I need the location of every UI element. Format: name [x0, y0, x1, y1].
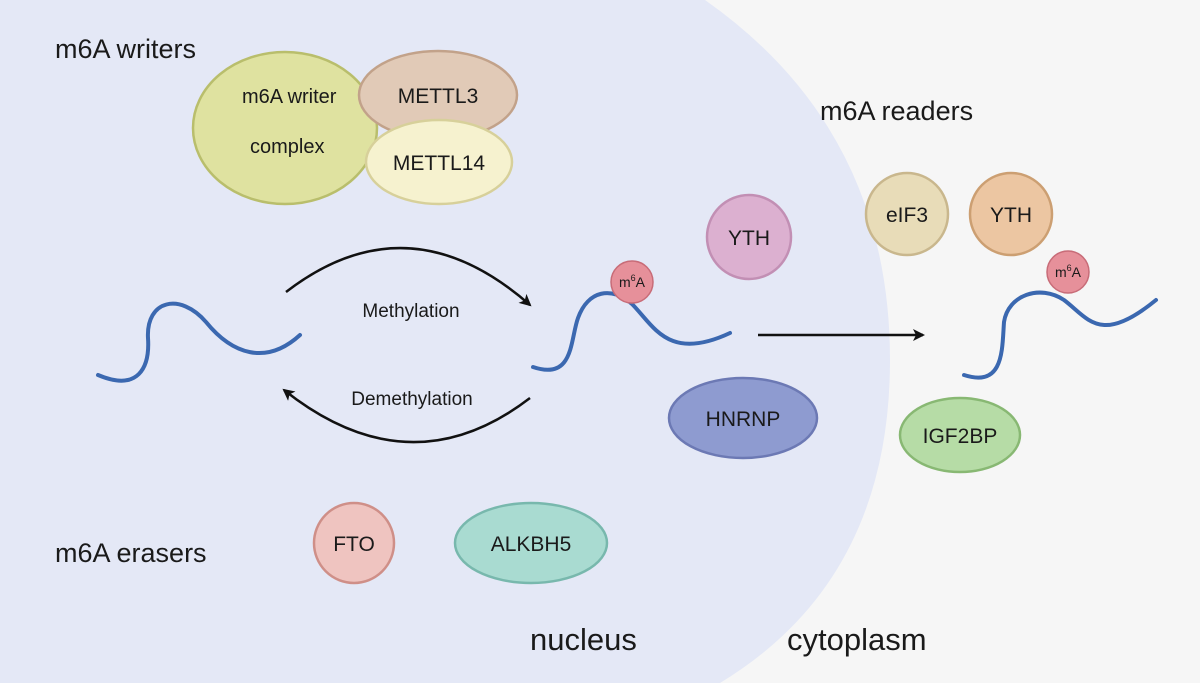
eif3-label: eIF3 — [886, 204, 928, 227]
m6a-badge-nucleus: m6A — [610, 260, 654, 304]
writer-complex-ellipse — [191, 50, 379, 206]
alkbh5-label: ALKBH5 — [491, 533, 572, 556]
demethylation-arrow — [282, 388, 531, 444]
mettl3-label: METTL3 — [398, 85, 479, 108]
mettl14-ellipse — [364, 118, 514, 206]
svg-text:m6A: m6A — [1055, 263, 1082, 280]
rna-strand-methylated-cytoplasm — [962, 290, 1158, 380]
yth-nucleus-circle — [705, 193, 793, 281]
hnrnp-label: HNRNP — [706, 408, 781, 431]
eif3-circle — [864, 171, 950, 257]
igf2bp-ellipse — [898, 396, 1022, 474]
methylation-label: Methylation — [362, 301, 459, 322]
writers-heading: m6A writers — [55, 34, 196, 64]
erasers-heading: m6A erasers — [55, 538, 207, 568]
cytoplasm-label: cytoplasm — [787, 622, 927, 657]
writer-complex-group: m6A writer complex METTL3 METTL14 — [191, 49, 519, 206]
alkbh5-ellipse — [453, 501, 609, 585]
m6a-badge-cytoplasm: m6A — [1046, 250, 1090, 294]
rna-strand-methylated-nucleus — [531, 291, 732, 372]
fto-circle — [312, 501, 396, 585]
fto-label: FTO — [333, 533, 375, 556]
methylation-arrow — [285, 246, 532, 307]
writer-complex-label-line1: m6A writer — [242, 86, 337, 108]
nucleus-label: nucleus — [530, 622, 637, 657]
rna-strand-unmodified — [96, 301, 302, 383]
writer-complex-label-line2: complex — [250, 136, 324, 158]
yth-cytoplasm-label: YTH — [990, 204, 1032, 227]
svg-text:m6A: m6A — [619, 273, 646, 290]
yth-cytoplasm-circle — [968, 171, 1054, 257]
demethylation-label: Demethylation — [351, 389, 472, 410]
readers-heading: m6A readers — [820, 96, 973, 126]
igf2bp-label: IGF2BP — [923, 425, 998, 448]
mettl14-label: METTL14 — [393, 152, 486, 175]
yth-nucleus-label: YTH — [728, 227, 770, 250]
hnrnp-ellipse — [667, 376, 819, 460]
